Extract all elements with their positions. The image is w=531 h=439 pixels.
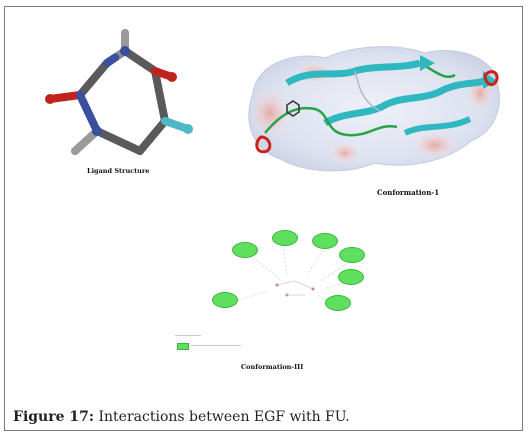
legend-swatch	[177, 343, 189, 350]
conformation-1-protein	[248, 46, 500, 172]
residue-bubble	[212, 292, 238, 308]
figure-image: 5FU	[45, 29, 500, 308]
ligand-structure-label: Ligand Structure	[87, 167, 150, 175]
ligand-atom-label: 5FU	[125, 104, 146, 117]
residue-bubble	[338, 269, 364, 285]
residue-bubble	[232, 242, 258, 258]
figure-caption: Figure 17: Interactions between EGF with…	[13, 409, 350, 425]
figure-number: Figure 17:	[13, 409, 95, 425]
figure-frame: 5FU	[4, 6, 523, 431]
figure-caption-text: Interactions between EGF with FU.	[94, 409, 350, 425]
residue-bubble	[312, 233, 338, 249]
conformation-3-label: Conformation-III	[241, 363, 304, 371]
residue-bubble	[339, 247, 365, 263]
ligand-molecule	[45, 29, 193, 155]
residue-bubble	[325, 295, 351, 311]
conformation-1-label: Conformation-1	[377, 188, 440, 197]
legend-line	[191, 345, 241, 346]
residue-bubble	[272, 230, 298, 246]
legend-line	[175, 335, 201, 336]
